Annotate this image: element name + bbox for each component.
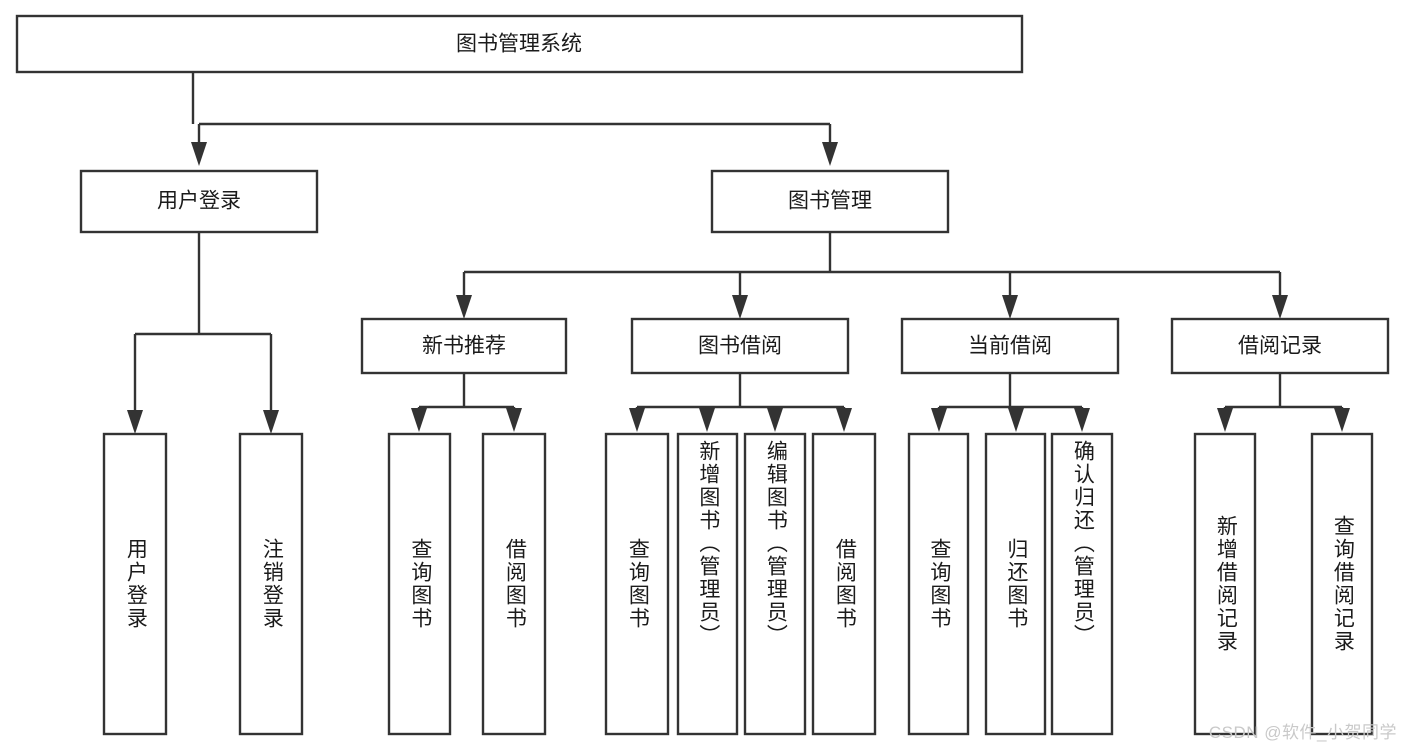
node-book-borrow-box[interactable] — [630, 317, 850, 375]
leaf-query-book-newbook-box[interactable] — [387, 432, 452, 736]
node-book-borrow-label: 图书借阅 — [698, 335, 782, 358]
arrowhead-borrow-leaf-2 — [699, 408, 715, 432]
node-new-book-box[interactable] — [360, 317, 568, 375]
arrowhead-record-leaf-1 — [1217, 408, 1233, 432]
node-new-book-label: 新书推荐 — [422, 335, 506, 358]
arrowhead-root-to-books — [822, 142, 838, 166]
node-root-box[interactable] — [15, 14, 1024, 74]
arrowhead-current-leaf-2 — [1008, 408, 1024, 432]
leaf-return-book-box[interactable] — [984, 432, 1047, 736]
arrowhead-newbook-leaf-2 — [506, 408, 522, 432]
leaf-edit-book-box[interactable] — [743, 432, 807, 736]
arrowhead-newbook-leaf-1 — [411, 408, 427, 432]
arrowhead-books-cat-4 — [1272, 295, 1288, 319]
arrowhead-user-leaf-2 — [263, 410, 279, 434]
node-borrow-record-label: 借阅记录 — [1238, 335, 1322, 358]
leaf-borrow-book-newbook-box[interactable] — [481, 432, 547, 736]
leaf-logout-box[interactable] — [238, 432, 304, 736]
watermark-text: CSDN @软件_小贺同学 — [1208, 723, 1397, 742]
arrowhead-user-leaf-1 — [127, 410, 143, 434]
leaf-confirm-return-box[interactable] — [1050, 432, 1114, 736]
arrowhead-record-leaf-2 — [1334, 408, 1350, 432]
leaf-user-login-box[interactable] — [102, 432, 168, 736]
node-current-borrow-box[interactable] — [900, 317, 1120, 375]
arrowhead-current-leaf-1 — [931, 408, 947, 432]
leaf-query-book-current-box[interactable] — [907, 432, 970, 736]
leaf-add-book-box[interactable] — [676, 432, 739, 736]
leaf-add-record-box[interactable] — [1193, 432, 1257, 736]
leaf-query-book-borrow-box[interactable] — [604, 432, 670, 736]
node-book-manage-box[interactable] — [710, 169, 950, 234]
leaf-query-record-box[interactable] — [1310, 432, 1374, 736]
node-current-borrow-label: 当前借阅 — [968, 335, 1052, 358]
node-user-login-label: 用户登录 — [157, 190, 241, 213]
arrowhead-books-cat-1 — [456, 295, 472, 319]
node-borrow-record-box[interactable] — [1170, 317, 1390, 375]
arrowhead-borrow-leaf-3 — [767, 408, 783, 432]
arrowhead-books-cat-2 — [732, 295, 748, 319]
arrowhead-books-cat-3 — [1002, 295, 1018, 319]
leaf-borrow-book-box[interactable] — [811, 432, 877, 736]
node-root-label: 图书管理系统 — [456, 33, 582, 56]
arrowhead-borrow-leaf-1 — [629, 408, 645, 432]
node-book-manage-label: 图书管理 — [788, 190, 872, 213]
arrowhead-root-to-user — [191, 142, 207, 166]
arrowhead-borrow-leaf-4 — [836, 408, 852, 432]
arrowhead-current-leaf-3 — [1074, 408, 1090, 432]
